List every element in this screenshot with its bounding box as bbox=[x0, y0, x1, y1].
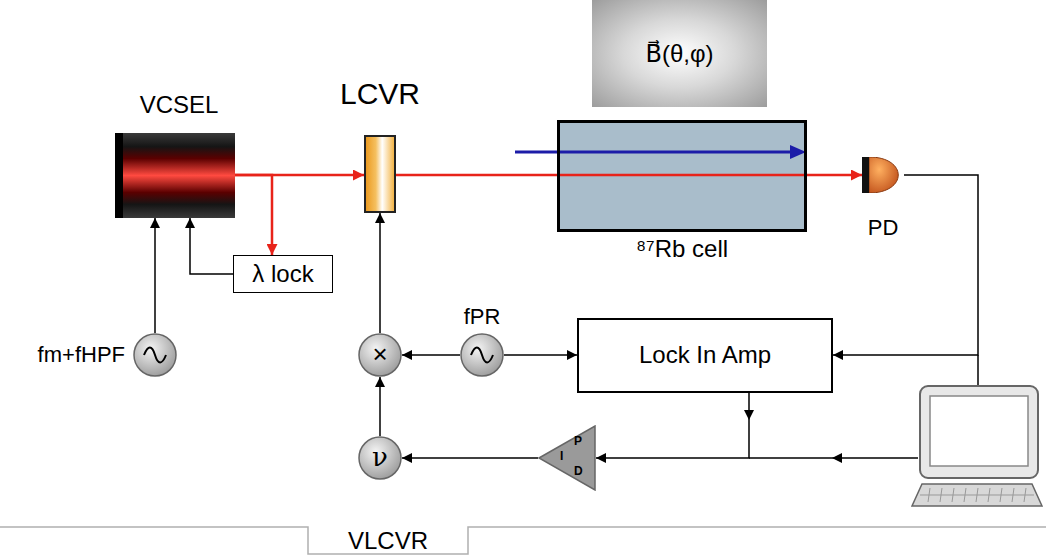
signal-wire bbox=[833, 175, 978, 355]
oscillator: fPR bbox=[460, 333, 504, 377]
magnetic-field-box: B⃗(θ,φ) bbox=[592, 0, 767, 107]
node-label: Lock In Amp bbox=[639, 341, 771, 369]
signal-wire bbox=[154, 218, 156, 333]
symbol-outline bbox=[133, 333, 177, 377]
node-label: fPR bbox=[464, 304, 501, 329]
signal-wire bbox=[596, 393, 749, 459]
node-label: ν bbox=[372, 443, 388, 473]
node-label: fm+fHPF bbox=[38, 342, 125, 367]
wavelength-lock-box: λ lock bbox=[233, 255, 333, 293]
laser-beam bbox=[557, 174, 807, 177]
wire-arrowhead bbox=[832, 453, 842, 463]
cell-fill bbox=[557, 120, 807, 232]
signal-wire bbox=[190, 218, 233, 274]
computer-icon bbox=[912, 386, 1042, 506]
signal-wire bbox=[379, 377, 381, 436]
node-label: × bbox=[372, 340, 387, 370]
pump-arrowhead bbox=[790, 145, 806, 159]
laser-beam bbox=[807, 174, 862, 177]
multiplier: × bbox=[358, 333, 402, 377]
lock-in-amplifier: Lock In Amp bbox=[577, 318, 833, 393]
signal-wire bbox=[402, 354, 460, 356]
signal-wire bbox=[504, 354, 577, 356]
voltage-source: ν bbox=[358, 436, 402, 480]
oscillator: fm+fHPF bbox=[133, 333, 177, 377]
voltage-label: VLCVR bbox=[348, 528, 428, 554]
lcvr-retarder: LCVR bbox=[364, 135, 396, 213]
wire bbox=[977, 355, 979, 386]
rb-vapor-cell: ⁸⁷Rb cell bbox=[557, 120, 807, 232]
node-label: B⃗(θ,φ) bbox=[645, 40, 713, 68]
symbol-outline bbox=[460, 333, 504, 377]
pid-letter: P bbox=[574, 435, 582, 447]
node-label: VCSEL bbox=[140, 91, 219, 119]
triangle-outline bbox=[538, 425, 596, 491]
symbol-outline bbox=[862, 157, 904, 193]
photodiode: PD bbox=[862, 157, 904, 193]
pid-letter: I bbox=[560, 450, 563, 462]
bracket-line bbox=[0, 527, 1046, 554]
node-label: LCVR bbox=[340, 77, 420, 112]
laser-beam bbox=[235, 175, 272, 255]
node-label: ⁸⁷Rb cell bbox=[636, 235, 728, 263]
node-label: PD bbox=[868, 215, 899, 240]
node-label: λ lock bbox=[252, 260, 313, 288]
signal-wire bbox=[379, 213, 381, 333]
laser-beam bbox=[396, 174, 557, 177]
signal-wire bbox=[402, 457, 538, 459]
vcsel-laser: VCSEL bbox=[115, 133, 235, 218]
pid-letter: D bbox=[574, 465, 583, 477]
pid-controller: PID bbox=[538, 425, 596, 491]
